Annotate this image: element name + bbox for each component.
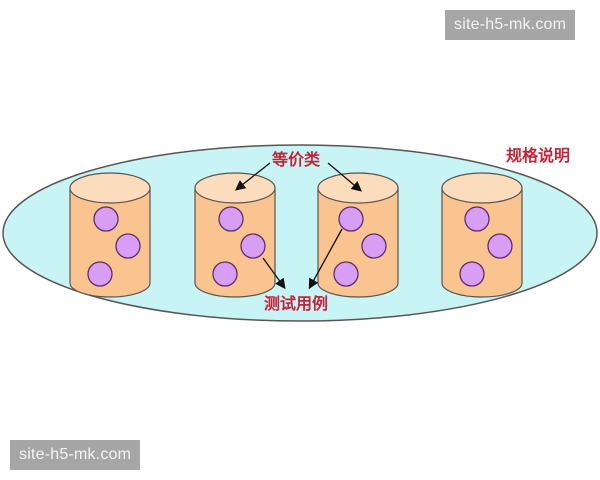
watermark-bottom-left: site-h5-mk.com [10, 440, 141, 470]
test-case-dot [212, 261, 238, 287]
test-case-dot [459, 261, 485, 287]
test-case-dot [487, 233, 513, 259]
equivalence-class-cylinder-3 [317, 172, 399, 298]
arrow-equivalence-class-to-cylinder-2 [234, 162, 271, 191]
specification-label: 规格说明 [506, 146, 571, 165]
test-case-dot [361, 233, 387, 259]
arrow-equivalence-class-to-cylinder-3 [327, 162, 362, 192]
equivalence-class-cylinder-4 [441, 172, 523, 298]
arrow-dot-to-test-case-left [262, 257, 286, 290]
arrow-dot-to-test-case-right [308, 228, 343, 290]
test-case-dot [464, 206, 490, 232]
equivalence-class-cylinder-2 [194, 172, 276, 298]
test-case-dot [87, 261, 113, 287]
test-case-dot [338, 206, 364, 232]
test-case-dot [218, 206, 244, 232]
test-case-label: 测试用例 [264, 294, 329, 313]
test-case-dot [93, 206, 119, 232]
test-case-dot [333, 261, 359, 287]
test-case-dot [115, 233, 141, 259]
equivalence-class-cylinder-1 [69, 172, 151, 298]
watermark-top-right: site-h5-mk.com [445, 10, 576, 40]
equivalence-class-label: 等价类 [272, 150, 321, 169]
test-case-dot [240, 233, 266, 259]
